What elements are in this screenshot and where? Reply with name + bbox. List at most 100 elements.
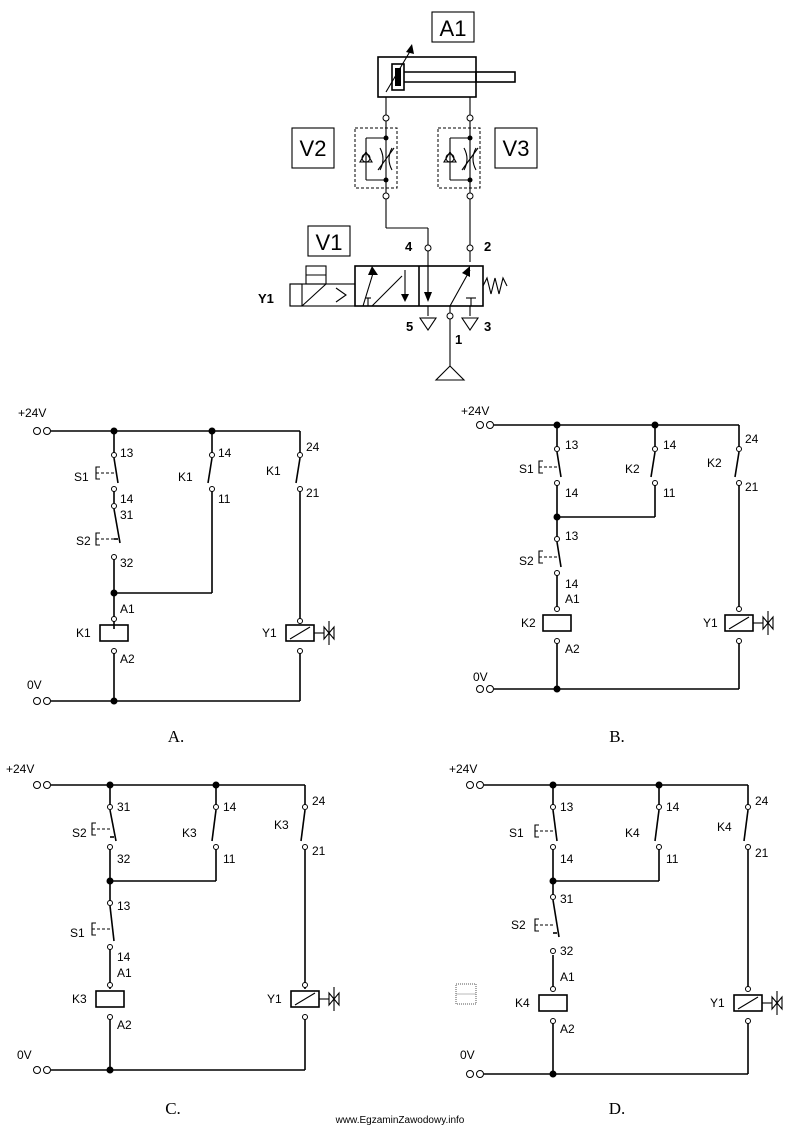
hold-contact	[211, 809, 219, 850]
terminal-label: 14	[218, 446, 232, 460]
terminal-label: 32	[560, 944, 574, 958]
switch-s1[interactable]	[91, 900, 115, 950]
coil-terminal-label: A1	[120, 602, 135, 616]
coil-label: K1	[76, 626, 91, 640]
switch-s1[interactable]	[538, 451, 562, 486]
coil-label: K4	[515, 996, 530, 1010]
switch-s2[interactable]	[91, 809, 117, 850]
terminal-label: 14	[663, 438, 677, 452]
solenoid-label: Y1	[703, 616, 718, 630]
coil-terminal-label: A2	[117, 1018, 132, 1032]
supply-label: +24V	[18, 406, 46, 420]
terminal-label: 24	[755, 794, 769, 808]
terminal-label: 32	[120, 556, 134, 570]
flow-control-v3	[437, 97, 481, 262]
relay-coil	[538, 986, 568, 1024]
switch-s1[interactable]	[534, 809, 558, 850]
switch-s2[interactable]	[538, 536, 562, 576]
switch-s2[interactable]	[95, 503, 121, 560]
coil-terminal-label: A2	[560, 1022, 575, 1036]
watermark-logo	[455, 983, 477, 1005]
switch-label: S2	[76, 534, 91, 548]
switch-label: S1	[519, 462, 534, 476]
directional-valve-v1	[289, 265, 508, 381]
caption: D.	[609, 1099, 626, 1118]
terminal-label: 14	[560, 852, 574, 866]
supply-label: +24V	[6, 762, 34, 776]
terminal-label: 13	[565, 438, 579, 452]
switch-s2[interactable]	[534, 894, 560, 954]
terminal-label: 31	[560, 892, 574, 906]
solenoid-y1-label: Y1	[258, 291, 274, 306]
hold-contact	[650, 451, 658, 486]
hold-contact	[654, 809, 662, 850]
terminal-label: 31	[117, 800, 131, 814]
terminal-label: 21	[306, 486, 320, 500]
terminal-label: 14	[565, 577, 579, 591]
coil-terminal-label: A1	[560, 970, 575, 984]
switch-label: S1	[509, 826, 524, 840]
port-3-label: 3	[484, 319, 491, 334]
hold-contact	[207, 457, 215, 492]
terminal-label: 11	[218, 492, 231, 506]
terminal-label: 13	[120, 446, 134, 460]
cylinder-a1	[377, 44, 516, 98]
relay-coil	[542, 606, 572, 644]
ground-label: 0V	[473, 670, 488, 684]
terminal-label: 14	[565, 486, 579, 500]
terminal-label: 21	[755, 846, 769, 860]
valve-v3-label-box	[494, 127, 538, 169]
terminal-label: 24	[312, 794, 326, 808]
footer-url[interactable]: www.EgzaminZawodowy.info	[335, 1115, 465, 1126]
caption: A.	[168, 727, 185, 746]
output-contact	[300, 809, 308, 850]
valve-v2-label-box	[291, 127, 335, 169]
coil-terminal-label: A2	[565, 642, 580, 656]
terminal-label: 14	[120, 492, 134, 506]
ground-label: 0V	[17, 1048, 32, 1062]
coil-label: K3	[72, 992, 87, 1006]
ground-label: 0V	[27, 678, 42, 692]
contact-label: K4	[717, 820, 732, 834]
coil-label: K2	[521, 616, 536, 630]
solenoid-coil	[733, 986, 783, 1024]
switch-label: S2	[72, 826, 87, 840]
solenoid-coil	[724, 606, 774, 644]
terminal-label: 11	[663, 486, 676, 500]
switch-s1[interactable]	[95, 457, 119, 492]
valve-v3-label: V3	[503, 136, 530, 161]
supply-label: +24V	[449, 762, 477, 776]
solenoid-label: Y1	[267, 992, 282, 1006]
coil-terminal-label: A1	[565, 592, 580, 606]
ground-label: 0V	[460, 1048, 475, 1062]
terminal-label: 11	[223, 852, 236, 866]
contact-label: K1	[178, 470, 193, 484]
contact-label: K3	[274, 818, 289, 832]
relay-coil	[95, 982, 125, 1020]
contact-label: K1	[266, 464, 281, 478]
solenoid-label: Y1	[710, 996, 725, 1010]
terminal-label: 13	[565, 529, 579, 543]
port-1-label: 1	[455, 332, 462, 347]
cylinder-label: A1	[440, 16, 467, 41]
switch-label: S1	[74, 470, 89, 484]
solenoid-coil	[285, 618, 335, 654]
terminal-label: 21	[312, 844, 326, 858]
contact-label: K2	[625, 462, 640, 476]
flow-control-v2	[354, 97, 398, 228]
terminal-label: 11	[666, 852, 679, 866]
supply-label: +24V	[461, 404, 489, 418]
terminal-label: 21	[745, 480, 759, 494]
switch-label: S2	[511, 918, 526, 932]
port-4-label: 4	[405, 239, 413, 254]
terminal-label: 31	[120, 508, 134, 522]
valve-v1-label: V1	[316, 230, 343, 255]
output-contact	[734, 451, 742, 486]
port-5-label: 5	[406, 319, 413, 334]
circuit-a: +24V 0V 13 14 S1 31 32 S2 14 1	[18, 406, 335, 746]
contact-label: K4	[625, 826, 640, 840]
caption: B.	[609, 727, 625, 746]
terminal-label: 24	[306, 440, 320, 454]
solenoid-label: Y1	[262, 626, 277, 640]
port-2-label: 2	[484, 239, 491, 254]
